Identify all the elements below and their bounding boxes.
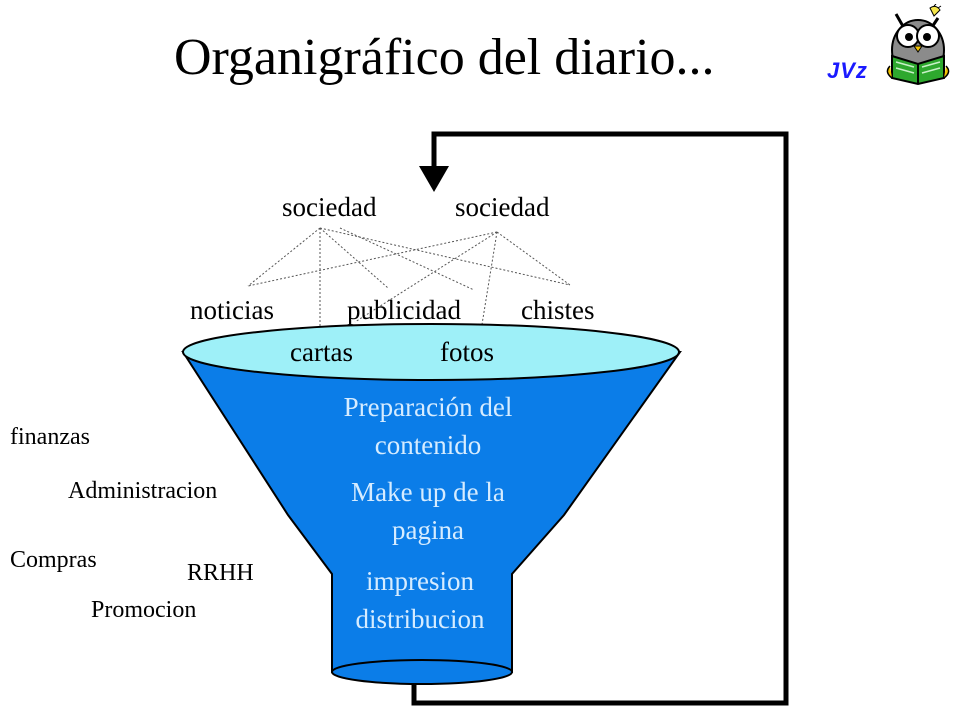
stage-impresion: impresion distribucion [310,562,530,638]
dept-compras: Compras [10,547,97,573]
label-sociedad-right: sociedad [455,192,550,222]
label-cartas: cartas [290,337,353,367]
connection-line [247,231,498,287]
label-chistes: chistes [521,295,595,325]
stage-preparacion: Preparación del contenido [318,388,538,464]
funnel-rim [182,323,680,381]
stage-makeup: Make up de la pagina [318,473,538,549]
stage-impresion-line1: impresion [366,566,474,596]
stage-makeup-line1: Make up de la [351,477,505,507]
author-initials: JVz [827,58,868,83]
connection-line [354,231,498,323]
funnel [181,323,682,685]
dept-promocion: Promocion [91,597,197,623]
feedback-loop [411,131,789,706]
feedback-loop-line [411,131,789,706]
stage-makeup-line2: pagina [392,515,464,545]
dept-rrhh: RRHH [187,560,254,586]
dept-administracion: Administracion [68,478,218,504]
funnel-bottom [331,659,513,685]
stage-preparacion-line2: contenido [374,430,482,460]
feedback-arrowhead [419,166,449,192]
connection-line [247,227,321,287]
label-fotos: fotos [440,337,494,367]
connection-lines [247,227,571,387]
connection-line [319,227,389,289]
label-noticias: noticias [190,295,274,325]
label-publicidad: publicidad [347,295,461,325]
stage-preparacion-line1: Preparación del [343,392,513,422]
connection-line [319,227,571,286]
page-title: Organigráfico del diario... [174,29,715,86]
stage-impresion-line2: distribucion [355,604,485,634]
connection-line [496,231,571,286]
connection-line [339,227,475,291]
label-sociedad-left: sociedad [282,192,377,222]
dept-finanzas: finanzas [10,424,90,450]
reading-owl-icon [886,4,950,86]
